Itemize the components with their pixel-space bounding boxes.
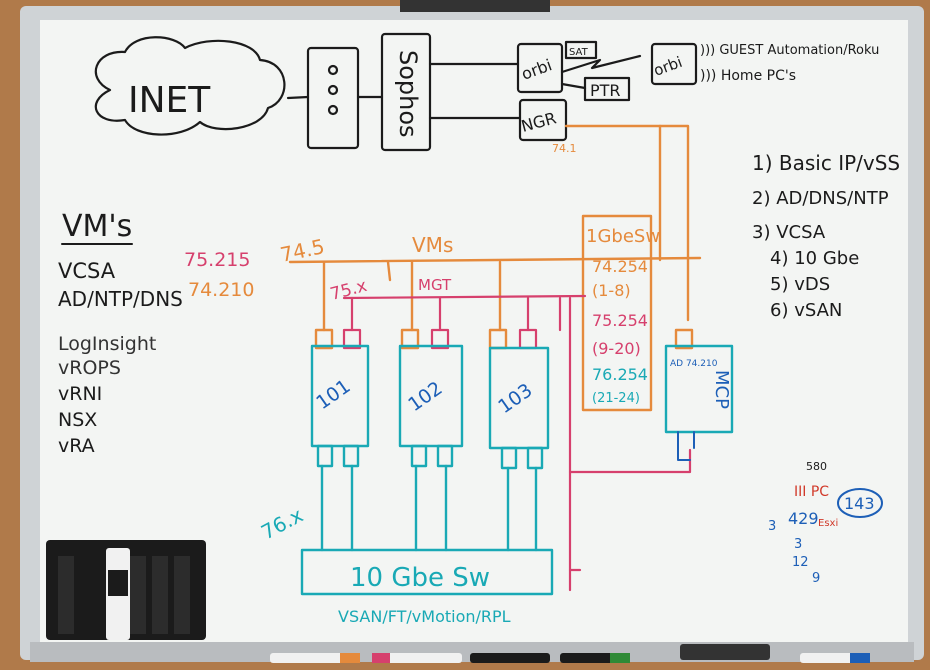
vm-item-nsx: NSX [58, 409, 97, 431]
math-suffix: Esxi [818, 518, 838, 529]
step-4: 4) 10 Gbe [770, 248, 859, 269]
top-mount [400, 0, 550, 12]
step-2: 2) AD/DNS/NTP [752, 188, 889, 209]
switch-1g-line-1: 74.254 [592, 257, 648, 276]
switch-1g-line-3: 75.254 [592, 311, 648, 330]
vcsa-ip: 75.215 [184, 249, 250, 271]
vm-item-vcsa: VCSA [58, 259, 116, 283]
math-row3: 12 [792, 555, 809, 570]
sophos-label: Sophos [394, 50, 422, 138]
step-6: 6) vSAN [770, 300, 842, 321]
switch-1g-line-5: 76.254 [592, 365, 648, 384]
switch-1g-title: 1GbeSw [586, 226, 660, 247]
switch-1g-line-4: (9-20) [592, 339, 641, 358]
eraser-holder [46, 540, 206, 640]
math-row4: 9 [812, 571, 820, 586]
math-value: 429 [788, 509, 819, 528]
step-3: 3) VCSA [752, 222, 826, 243]
vm-list-title: VM's [62, 209, 132, 244]
sat-label: SAT [569, 47, 589, 58]
switch-1g-line-2: (1-8) [592, 281, 631, 300]
mcp-label: MCP [711, 370, 732, 409]
math-left: 3 [768, 519, 776, 534]
vms-label: VMs [412, 233, 453, 257]
math-circle: 143 [844, 494, 875, 513]
math-row2: 3 [794, 537, 802, 552]
switch-10g-sub: VSAN/FT/vMotion/RPL [338, 607, 511, 626]
vm-item-vrni: vRNI [58, 383, 102, 405]
ip-small-label: 74.1 [552, 142, 577, 155]
switch-1g-line-6: (21-24) [592, 391, 640, 406]
vm-item-ad: AD/NTP/DNS [58, 287, 183, 311]
step-1: 1) Basic IP/vSS [752, 151, 900, 175]
math-marks: III PC [794, 484, 829, 500]
ptr-label: PTR [590, 81, 621, 100]
vm-item-vrops: vROPS [58, 357, 121, 379]
switch-10g-label: 10 Gbe Sw [350, 563, 490, 593]
inet-label: INET [128, 80, 211, 121]
guest-label: ))) GUEST Automation/Roku [700, 43, 879, 58]
ad-ip: 74.210 [188, 279, 254, 301]
vm-item-loginsight: LogInsight [58, 333, 156, 355]
vm-item-vra: vRA [58, 435, 95, 457]
mcp-small-label: AD 74.210 [670, 359, 718, 369]
math-top: 580 [806, 460, 827, 473]
mgt-label: MGT [418, 276, 452, 294]
step-5: 5) vDS [770, 274, 830, 295]
home-label: ))) Home PC's [700, 68, 796, 84]
